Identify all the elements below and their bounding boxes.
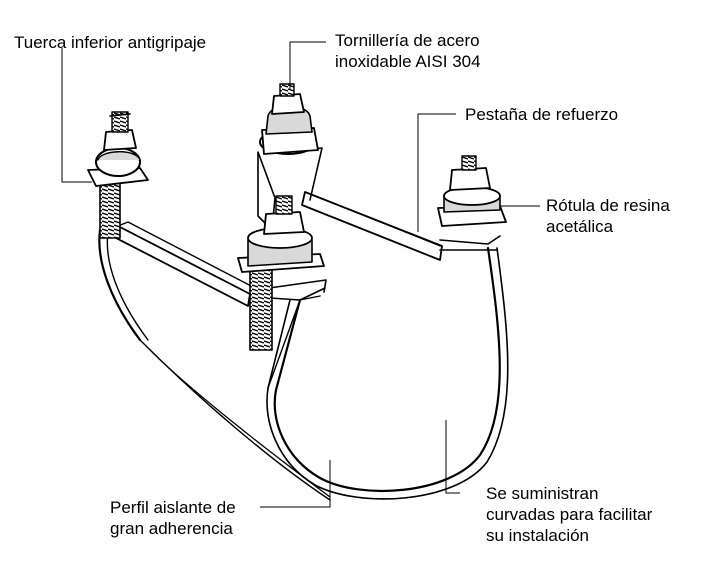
bolt-assembly-center-top (259, 83, 319, 155)
leader-curved-supply (445, 420, 460, 494)
leader-bolts (289, 41, 326, 90)
label-lock-nut: Tuerca inferior antigripaje (14, 33, 207, 52)
label-bolts: Tornillería de acero inoxidable AISI 304 (335, 31, 481, 71)
leader-lock-nut (61, 48, 92, 183)
leader-insulating-profile (260, 460, 331, 508)
reinforcement-flange (115, 147, 501, 307)
label-curved-supply: Se suministran curvadas para facilitar s… (486, 484, 653, 545)
near-clamp-band (98, 228, 331, 501)
label-ball-joint: Rótula de resina acetálica (546, 196, 670, 236)
insulating-profile-body (149, 279, 331, 498)
far-clamp-band (266, 246, 509, 500)
bolt-assembly-center-long (237, 195, 325, 351)
bolt-assembly-right (437, 155, 507, 227)
leader-flange (417, 113, 456, 232)
label-insulating-profile: Perfil aislante de gran adherencia (110, 498, 236, 538)
bolt-assembly-left (87, 111, 149, 239)
label-flange: Pestaña de refuerzo (465, 105, 619, 124)
